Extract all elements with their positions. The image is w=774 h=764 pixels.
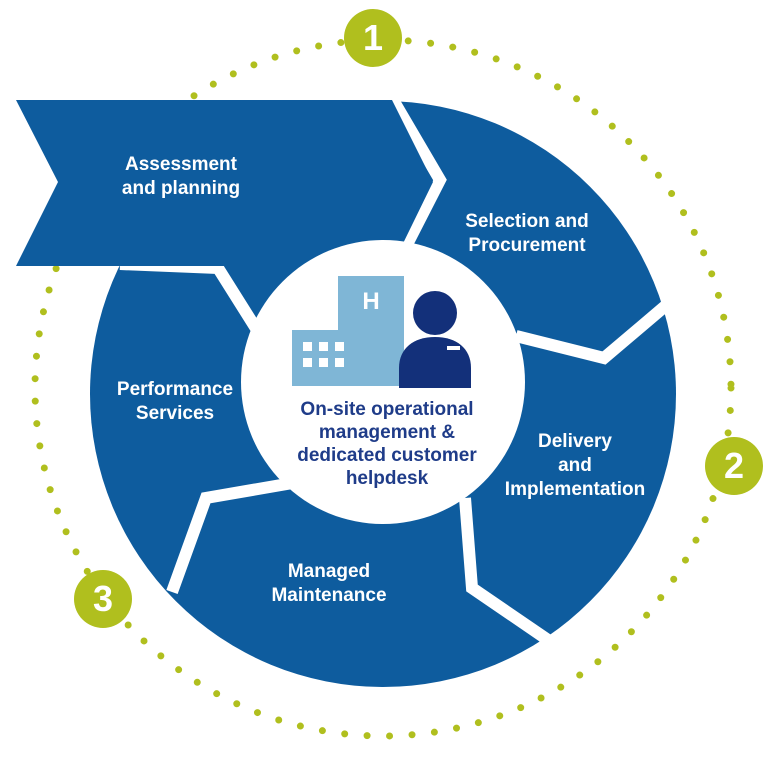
divider-maintenance-performance xyxy=(166,474,312,595)
assessment-arrow xyxy=(16,100,433,266)
segment-label-delivery: Delivery and Implementation xyxy=(504,431,646,500)
hospital-building-icon xyxy=(292,276,404,386)
step-badge-2: 2 xyxy=(705,437,763,495)
center-caption: On-site operational management & dedicat… xyxy=(297,399,477,489)
divider-delivery-maintenance xyxy=(459,497,552,645)
divider-assessment-selection xyxy=(386,94,447,269)
customer-service-person-icon xyxy=(399,291,471,388)
segment-dividers xyxy=(119,94,674,645)
step-badge-3: 3 xyxy=(74,570,132,628)
step-badge-1: 1 xyxy=(344,9,402,67)
segment-label-selection: Selection and Procurement xyxy=(465,211,589,256)
segment-label-performance: Performance Services xyxy=(116,379,234,424)
building-letter: H xyxy=(362,288,380,315)
segment-label-assessment: Assessment and planning xyxy=(121,154,241,199)
divider-selection-delivery xyxy=(514,297,674,365)
segment-label-maintenance: Managed Maintenance xyxy=(271,561,387,606)
